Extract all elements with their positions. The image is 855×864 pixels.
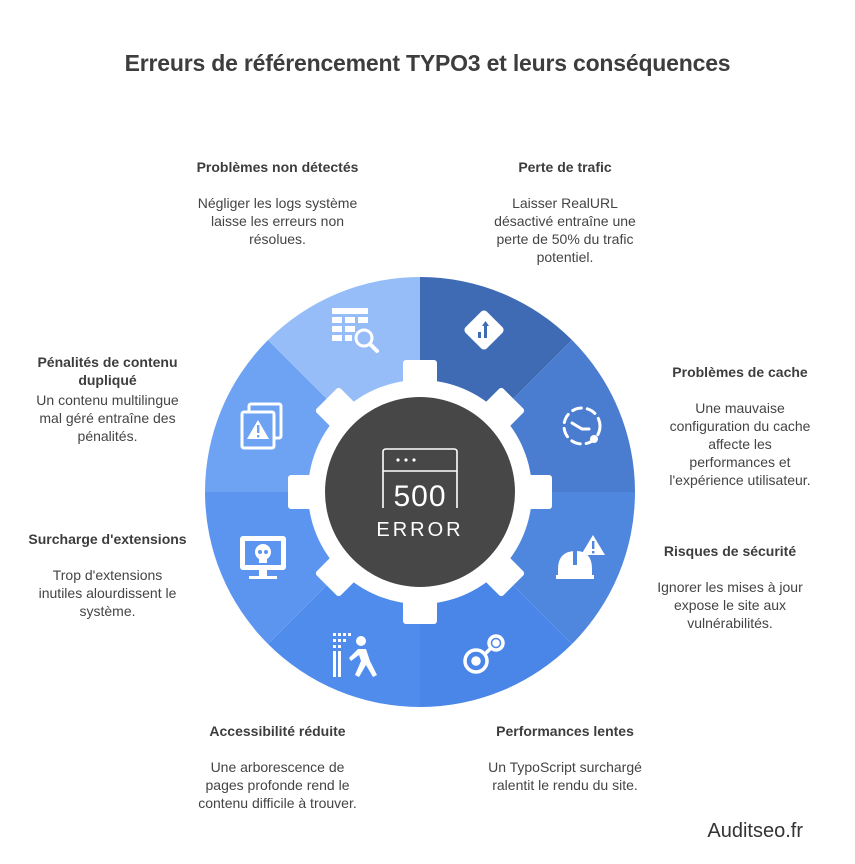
- duplicate-warning-icon: [240, 402, 283, 450]
- page-title: Erreurs de référencement TYPO3 et leurs …: [124, 50, 731, 76]
- error-code: 500: [393, 480, 446, 513]
- diamond-chart-icon: [464, 310, 504, 350]
- browser-window-icon: [382, 448, 458, 508]
- warning-helmet-icon: [556, 535, 605, 579]
- center-circle: [325, 397, 515, 587]
- label-extensions: Surcharge d'extensions Trop d'extensions…: [28, 531, 187, 619]
- cache-timer-icon: [562, 406, 602, 446]
- error-label: ERROR: [376, 519, 463, 541]
- label-performances: Performances lentes Un TypoScript surcha…: [488, 723, 642, 793]
- monitor-skull-icon: [240, 536, 286, 579]
- footer-brand: Auditseo.fr: [707, 820, 803, 842]
- walking-person-icon: [333, 633, 377, 677]
- label-accessibilite: Accessibilité réduite Une arborescence d…: [198, 723, 357, 811]
- slow-gears-icon: [463, 634, 505, 674]
- table-search-icon: [332, 308, 379, 353]
- label-non-detectes: Problèmes non détectés Négliger les logs…: [196, 159, 359, 247]
- label-securite: Risques de sécurité Ignorer les mises à …: [657, 543, 803, 631]
